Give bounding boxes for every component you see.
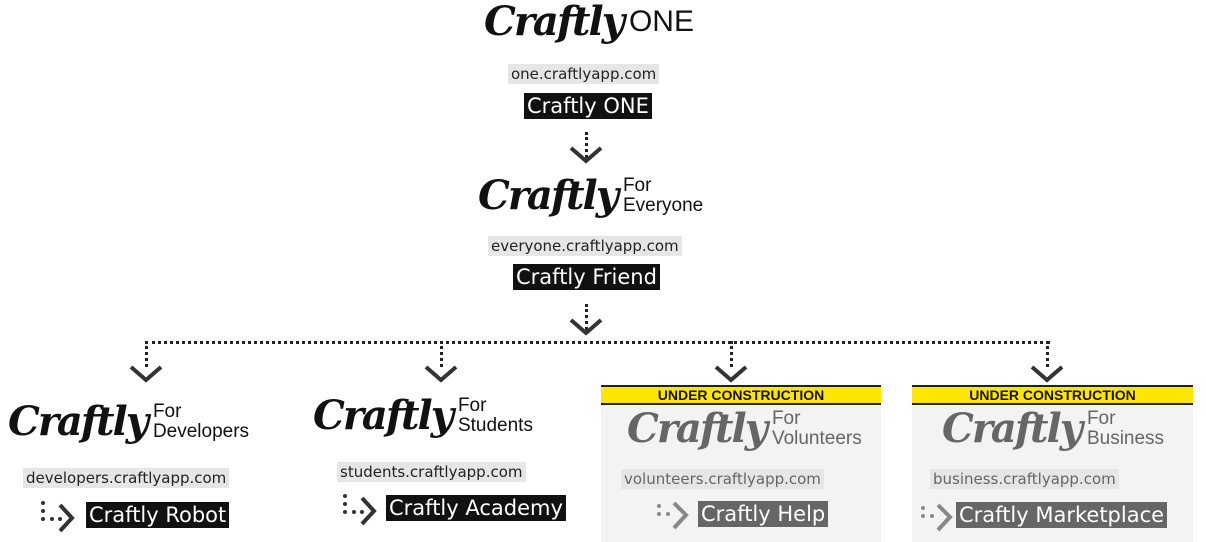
arrow-down-icon xyxy=(569,318,603,336)
logo-for: For xyxy=(1086,408,1116,429)
connector-line xyxy=(145,341,148,367)
logo-audience: Volunteers xyxy=(771,428,862,449)
domain-label: one.craftlyapp.com xyxy=(508,64,660,84)
arrow-down-icon xyxy=(1030,365,1064,383)
arrow-down-icon xyxy=(714,365,748,383)
logo-audience: Business xyxy=(1086,428,1165,449)
connector-line xyxy=(585,132,588,158)
arrow-down-icon xyxy=(569,146,603,164)
dotted-arrow-right-icon xyxy=(343,494,377,526)
connector-line xyxy=(440,341,443,367)
logo-script: Craftly xyxy=(8,398,149,445)
logo-for: For xyxy=(622,175,652,196)
logo-for: For xyxy=(771,408,801,429)
logo-audience: Students xyxy=(457,415,533,436)
domain-label: students.craftlyapp.com xyxy=(337,462,526,482)
logo-audience: Developers xyxy=(152,421,250,442)
logo-script: Craftly xyxy=(484,0,625,45)
product-badge: Craftly Marketplace xyxy=(956,502,1168,528)
craftly-one-logo: Craftly ONE xyxy=(484,2,694,42)
logo-script: Craftly xyxy=(942,405,1083,452)
logo-for: For xyxy=(457,395,487,416)
dotted-arrow-right-icon xyxy=(657,501,689,530)
dotted-arrow-right-icon xyxy=(921,503,953,532)
arrow-down-icon xyxy=(129,365,163,383)
product-badge: Craftly Friend xyxy=(513,264,660,290)
logo-suffix: ONE xyxy=(628,5,694,38)
under-construction-tape: UNDER CONSTRUCTION xyxy=(912,385,1193,405)
product-badge: Craftly Help xyxy=(698,501,829,527)
domain-label: business.craftlyapp.com xyxy=(930,469,1119,489)
domain-label: everyone.craftlyapp.com xyxy=(488,236,682,256)
connector-line xyxy=(730,341,733,367)
branch-connector xyxy=(145,341,1050,344)
logo-script: Craftly xyxy=(627,405,768,452)
domain-label: developers.craftlyapp.com xyxy=(23,468,230,488)
domain-label: volunteers.craftlyapp.com xyxy=(621,469,824,489)
tape-label: UNDER CONSTRUCTION xyxy=(657,387,825,403)
product-badge: Craftly Academy xyxy=(386,495,566,521)
product-badge: Craftly ONE xyxy=(524,93,652,119)
arrow-down-icon xyxy=(424,365,458,383)
under-construction-tape: UNDER CONSTRUCTION xyxy=(601,385,881,405)
logo-script: Craftly xyxy=(478,172,619,219)
tape-label: UNDER CONSTRUCTION xyxy=(969,387,1136,403)
dotted-arrow-right-icon xyxy=(41,501,75,533)
product-badge: Craftly Robot xyxy=(86,502,230,528)
logo-script: Craftly xyxy=(313,392,454,439)
connector-line xyxy=(585,304,588,330)
logo-for: For xyxy=(152,401,182,422)
logo-audience: Everyone xyxy=(622,195,704,216)
connector-line xyxy=(1046,341,1049,367)
